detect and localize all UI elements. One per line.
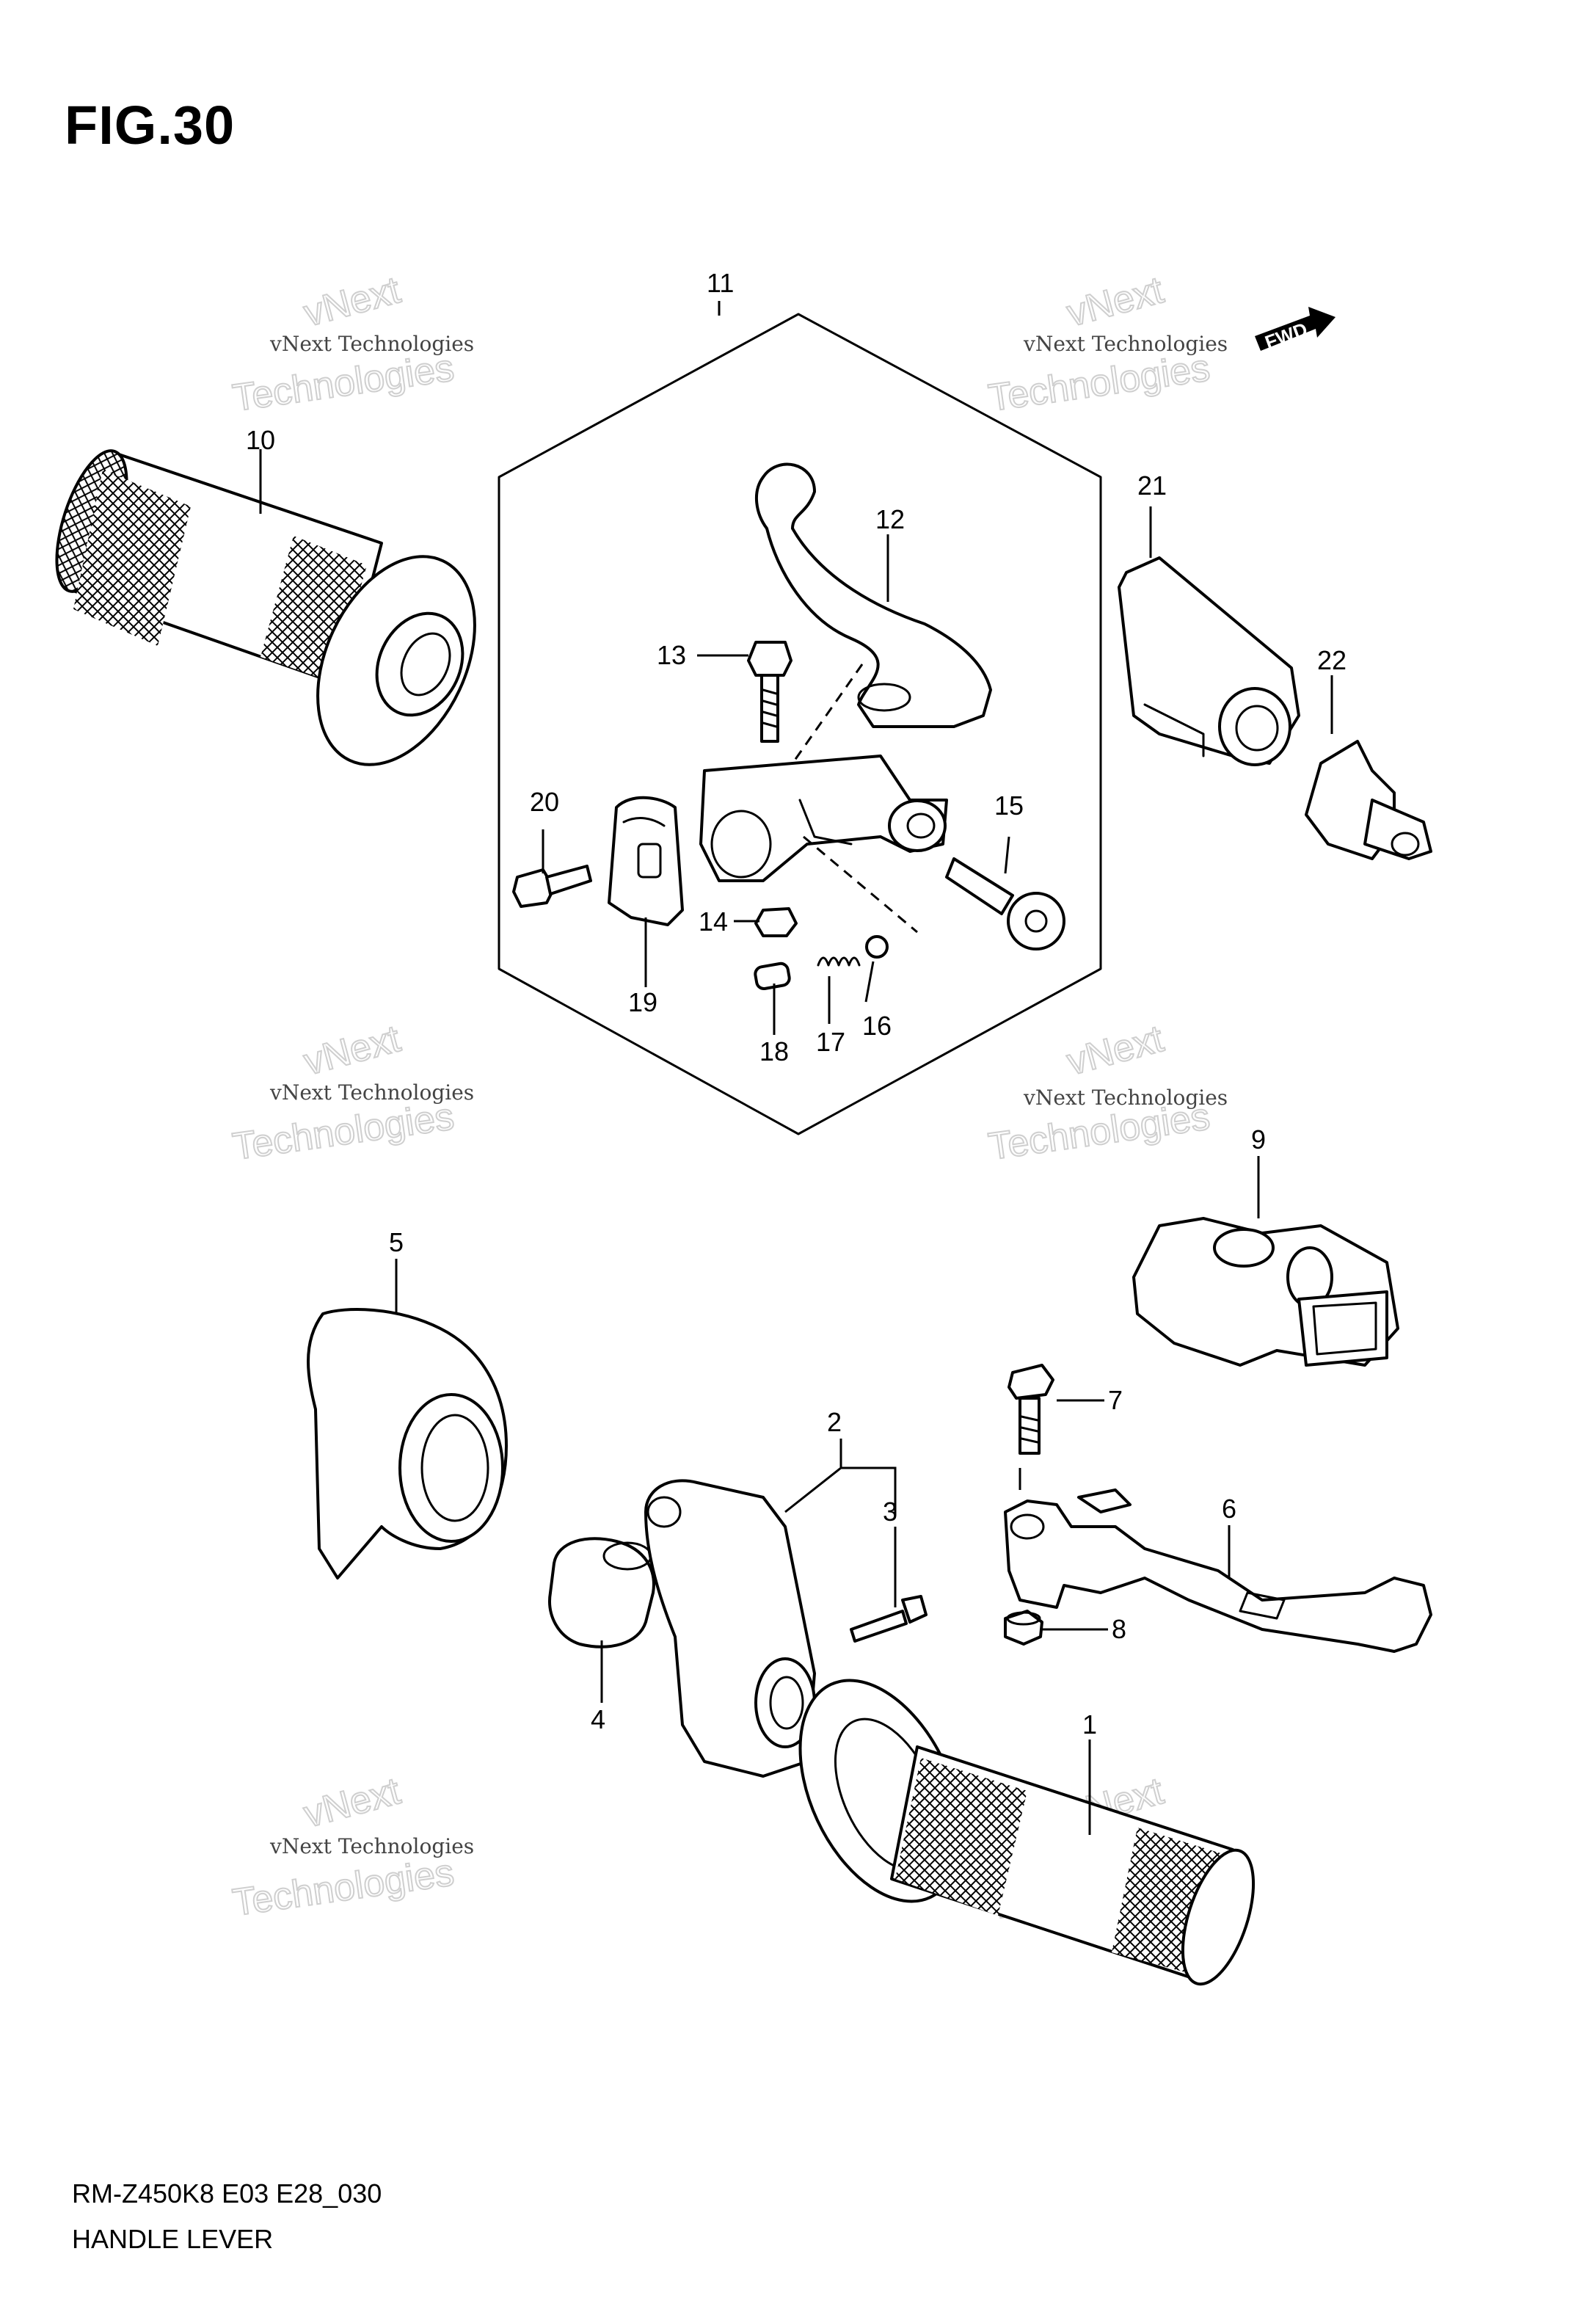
callout-15: 15 (994, 790, 1024, 821)
callout-9: 9 (1251, 1124, 1266, 1155)
lever-holder-body (699, 755, 948, 882)
part-13-bolt (747, 641, 792, 743)
watermark-5: vNext Technologies vNext Technologies (230, 1769, 475, 1925)
watermark-technologies: Technologies (986, 346, 1213, 420)
part-10-left-grip (55, 449, 476, 766)
assembly-line (803, 835, 918, 934)
part-6-brake-lever (1004, 1488, 1432, 1653)
watermark-technologies: Technologies (230, 346, 457, 420)
assembly-line (791, 664, 864, 764)
watermark-vnext: vNext (1063, 1017, 1168, 1084)
part-15-adjuster (945, 857, 1065, 950)
watermark-1: vNext Technologies vNext Technologies (230, 268, 475, 421)
part-21-cover (1118, 556, 1300, 766)
fwd-arrow-icon: FWD (1255, 307, 1336, 354)
fwd-label: FWD (1262, 318, 1311, 353)
watermark-vnext: vNext (299, 269, 405, 335)
callout-11: 11 (707, 268, 734, 298)
watermark-vnext: vNext (1063, 269, 1168, 335)
diagram-code: RM-Z450K8 E03 E28_030 (72, 2178, 382, 2209)
part-8-nut (1004, 1610, 1043, 1646)
callout-2: 2 (827, 1407, 842, 1437)
part-14-nut (754, 907, 798, 937)
callout-6: 6 (1222, 1494, 1236, 1524)
callout-21: 21 (1137, 470, 1167, 501)
watermark-text: vNext Technologies (1023, 1086, 1228, 1110)
callout-20: 20 (530, 787, 559, 817)
watermark-vnext: vNext (299, 1017, 405, 1084)
watermark-text: vNext Technologies (269, 1080, 474, 1105)
part-1-right-grip (798, 1679, 1256, 1986)
callout-7: 7 (1108, 1385, 1123, 1415)
watermark-technologies: Technologies (230, 1095, 457, 1168)
part-22-adjuster (1305, 740, 1432, 860)
callout-16: 16 (862, 1011, 892, 1041)
part-7-bolt (1007, 1364, 1054, 1455)
watermark-text: vNext Technologies (269, 1834, 474, 1858)
callout-5: 5 (389, 1227, 404, 1257)
figure-title: FIG.30 (65, 95, 236, 156)
part-4-collar (548, 1537, 655, 1648)
watermark-text: vNext Technologies (269, 332, 474, 356)
part-2-throttle-body (644, 1479, 816, 1778)
watermark-text: vNext Technologies (1023, 332, 1228, 356)
watermark-vnext: vNext (299, 1770, 405, 1836)
callout-3: 3 (883, 1497, 897, 1527)
callout-19: 19 (628, 987, 657, 1017)
callout-22: 22 (1317, 645, 1347, 675)
callout-13: 13 (657, 640, 686, 670)
part-16-ball (865, 935, 889, 959)
leader-lines (259, 301, 1333, 1835)
callout-17: 17 (816, 1027, 845, 1057)
part-17-spring (817, 956, 861, 967)
watermark-4: vNext Technologies vNext Technologies (985, 1017, 1228, 1169)
part-19-clamp (608, 796, 684, 926)
part-18-pin (754, 961, 791, 991)
callout-10: 10 (246, 425, 275, 455)
callout-1: 1 (1082, 1709, 1097, 1740)
part-12-clutch-lever (754, 462, 992, 728)
watermark-3: vNext Technologies vNext Technologies (230, 1017, 475, 1169)
watermark-2: vNext Technologies vNext Technologies (985, 268, 1228, 421)
diagram-name: HANDLE LEVER (72, 2224, 274, 2254)
assembly-frame (498, 313, 1102, 1135)
callout-18: 18 (759, 1036, 789, 1066)
part-20-bolt (512, 865, 592, 908)
part-5-throttle-housing (307, 1308, 508, 1579)
watermark-technologies: Technologies (230, 1851, 457, 1924)
callout-12: 12 (875, 504, 905, 534)
part-9-switch-housing (1132, 1217, 1399, 1367)
part-3-screw (850, 1595, 928, 1643)
callout-8: 8 (1112, 1614, 1126, 1644)
callout-14: 14 (699, 906, 728, 937)
callout-4: 4 (591, 1704, 605, 1734)
